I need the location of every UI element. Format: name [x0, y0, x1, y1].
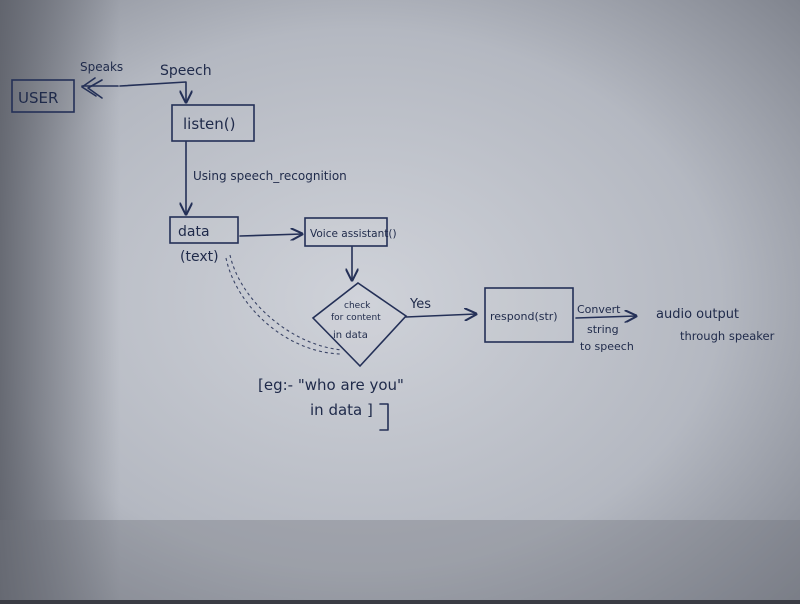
- convert-label: Convert: [577, 303, 621, 316]
- note-line-1: [eg:- "who are you": [258, 376, 404, 394]
- paper-bottom-shade: [0, 520, 800, 600]
- to-speech-label: to speech: [580, 340, 634, 353]
- respond-label: respond(str): [490, 310, 558, 323]
- paper-left-shade: [0, 0, 120, 600]
- check-diamond: [311, 282, 408, 368]
- check-label-2: for content: [331, 313, 381, 323]
- string-label: string: [587, 323, 619, 336]
- using-sr-label: Using speech_recognition: [193, 169, 347, 183]
- yes-arrow: [405, 314, 476, 317]
- check-label-3: in data: [333, 330, 368, 341]
- note-bracket: [379, 403, 389, 431]
- data-box: [169, 216, 239, 244]
- voice-assistant-box: [304, 217, 388, 247]
- convert-arrow: [575, 316, 636, 318]
- data-label: data: [178, 224, 210, 240]
- respond-box: [484, 287, 574, 343]
- listen-label: listen(): [183, 115, 235, 133]
- speech-arrow: [119, 81, 186, 102]
- data-to-assistant-arrow: [239, 234, 302, 236]
- check-label-1: check: [344, 301, 371, 311]
- data-to-check-dashed-2: [225, 257, 341, 355]
- speaks-arrow-head: [81, 77, 103, 99]
- note-line-2: in data ]: [310, 401, 373, 419]
- yes-label: Yes: [409, 297, 431, 312]
- output-label-2: through speaker: [680, 329, 775, 343]
- voice-assistant-label: Voice assistant(): [310, 228, 397, 240]
- listen-box: [171, 104, 255, 142]
- output-label-1: audio output: [656, 307, 739, 322]
- data-sub-label: (text): [180, 249, 219, 265]
- user-label: USER: [18, 89, 58, 107]
- speech-label: Speech: [160, 63, 212, 79]
- speaks-label: Speaks: [80, 60, 123, 74]
- user-box: [11, 79, 75, 113]
